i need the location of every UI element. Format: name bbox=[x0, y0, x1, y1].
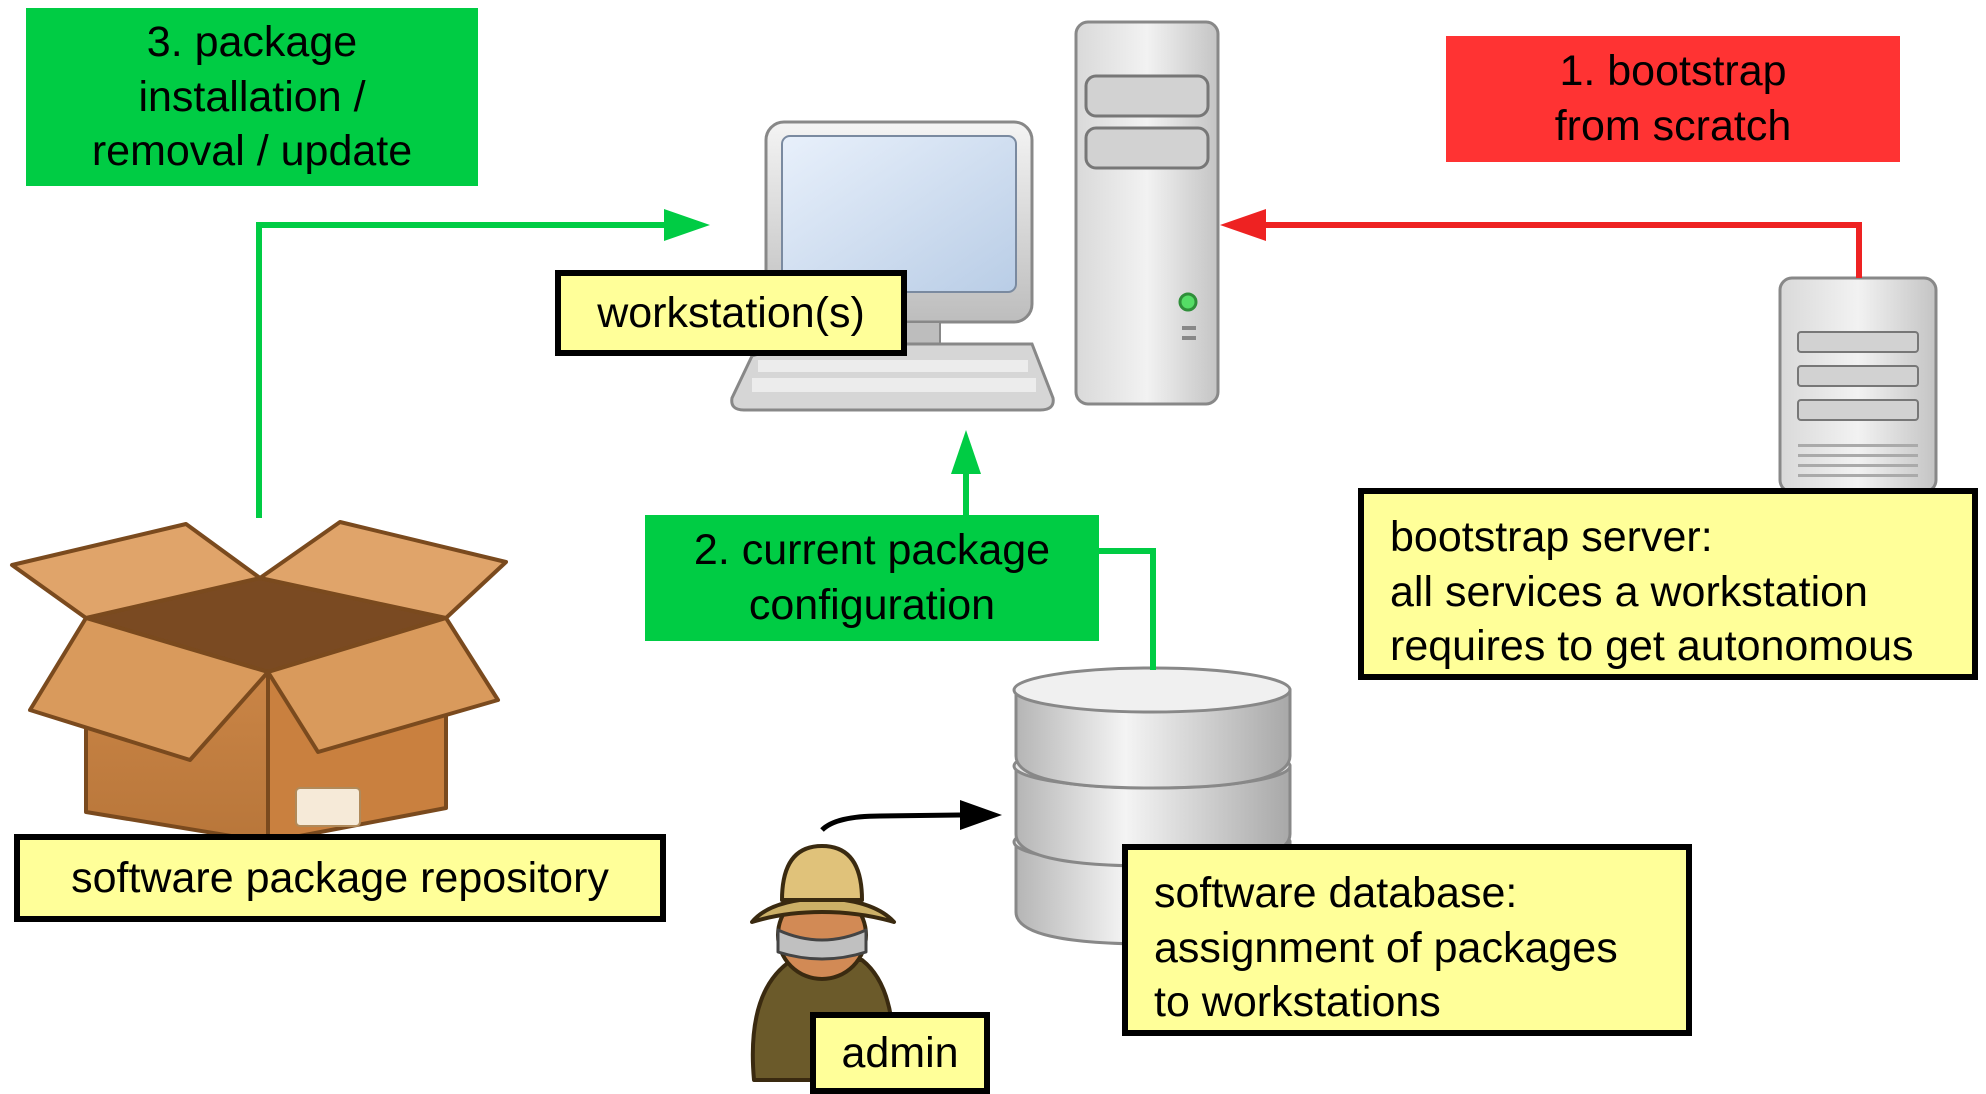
step2-line-1: 2. current package bbox=[693, 526, 1051, 575]
workstation-text: workstation(s) bbox=[597, 288, 865, 337]
step3-line-2: installation / bbox=[138, 72, 366, 121]
step3-line-1: 3. package bbox=[146, 18, 358, 67]
tower-server-icon bbox=[1074, 20, 1220, 406]
bootstrap-server-label: bootstrap server: all services a worksta… bbox=[1358, 488, 1978, 680]
arrow-current-configuration bbox=[951, 430, 1156, 670]
repository-label: software package repository bbox=[14, 834, 666, 922]
arrow-installation bbox=[256, 209, 710, 518]
admin-label: admin bbox=[810, 1012, 990, 1094]
arrow-bootstrap bbox=[1220, 209, 1862, 278]
bootstrap-server-line-1: bootstrap server: bbox=[1390, 513, 1713, 561]
database-line-2: assignment of packages bbox=[1154, 923, 1618, 972]
step2-label: 2. current package configuration bbox=[645, 515, 1099, 641]
bootstrap-server-icon bbox=[1778, 276, 1938, 494]
step1-line-2: from scratch bbox=[1554, 102, 1792, 150]
repository-text: software package repository bbox=[71, 853, 609, 902]
database-line-3: to workstations bbox=[1154, 978, 1441, 1027]
admin-text: admin bbox=[841, 1028, 959, 1077]
database-label: software database: assignment of package… bbox=[1122, 844, 1692, 1036]
workstation-label: workstation(s) bbox=[555, 270, 907, 356]
arrow-admin bbox=[820, 800, 1002, 832]
step1-line-1: 1. bootstrap bbox=[1559, 47, 1787, 96]
bootstrap-server-line-2: all services a workstation bbox=[1390, 567, 1868, 616]
step3-label: 3. package installation / removal / upda… bbox=[26, 8, 478, 186]
cardboard-box-icon bbox=[10, 520, 508, 844]
step2-line-2: configuration bbox=[748, 581, 996, 629]
step1-label: 1. bootstrap from scratch bbox=[1446, 36, 1900, 162]
bootstrap-server-line-3: requires to get autonomous bbox=[1390, 622, 1914, 671]
desktop-computer-icon bbox=[730, 120, 1055, 412]
step3-line-3: removal / update bbox=[91, 127, 413, 176]
database-line-1: software database: bbox=[1154, 869, 1518, 917]
